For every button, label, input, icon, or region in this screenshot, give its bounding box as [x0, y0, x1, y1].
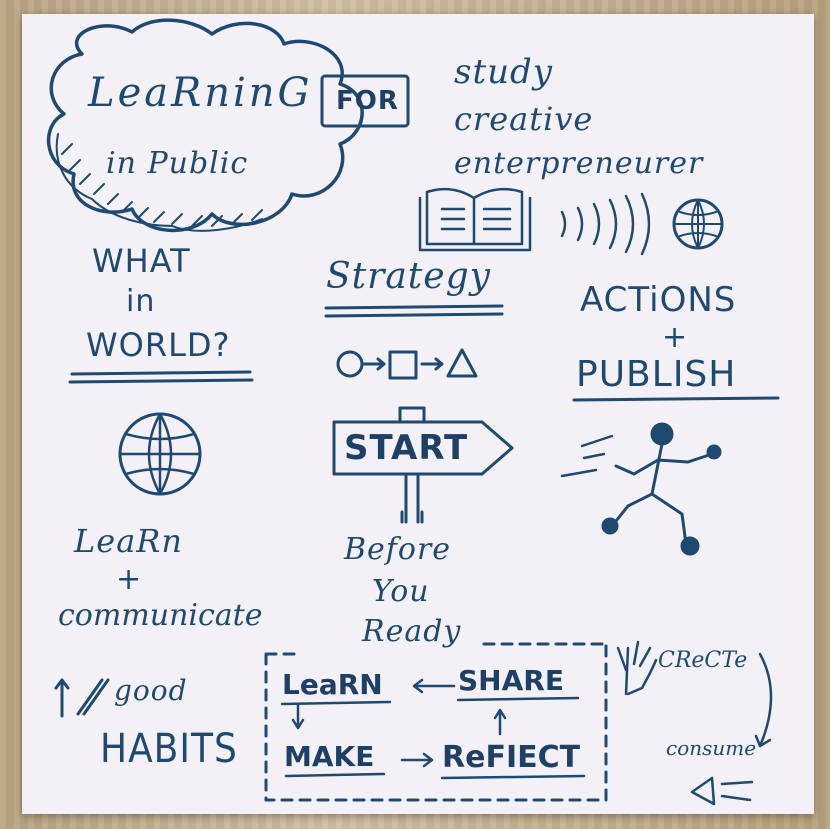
actions-line1: ACTiONS — [580, 280, 737, 320]
actions-plus: + — [662, 320, 689, 355]
habits-good: good — [114, 674, 188, 707]
you-label: You — [372, 574, 430, 609]
start-sign-label: START — [344, 428, 469, 468]
triangle-megaphone — [690, 776, 754, 806]
globe-icon-left — [118, 412, 202, 496]
book-icon — [418, 187, 532, 252]
cloud-shading — [55, 133, 263, 232]
for-label: FOR — [336, 86, 399, 116]
learn-block-line1: LeaRn — [74, 522, 183, 560]
sticky-note: LeaRninG in Public FOR study creative en… — [22, 14, 814, 814]
actions-line3: PUBLISH — [576, 354, 737, 395]
habits-title: HABITS — [100, 726, 238, 772]
what-underline — [68, 370, 254, 384]
what-line1: WHAT — [92, 242, 191, 280]
learn-block-plus: + — [116, 562, 143, 597]
start-sign — [332, 406, 514, 524]
cycle-reflect: ReFIECT — [442, 740, 581, 775]
cloud-shape — [47, 18, 364, 233]
hand-icon — [616, 640, 658, 696]
cycle-make: MAKE — [284, 740, 375, 773]
cycle-share: SHARE — [458, 664, 564, 697]
learn-block-line3: communicate — [58, 598, 263, 633]
what-line2: in — [126, 284, 156, 319]
cloud-subtitle: in Public — [106, 146, 249, 181]
what-line3: WORLD? — [86, 326, 231, 364]
flow-icons — [336, 348, 478, 380]
publish-underline — [572, 396, 780, 402]
create-label: CReCTe — [658, 648, 748, 673]
cycle-frame — [264, 642, 608, 802]
cycle-underlines — [280, 696, 586, 780]
cloud-title: LeaRninG — [88, 70, 313, 116]
cycle-learn: LeaRN — [282, 668, 383, 701]
ready-label: Ready — [362, 614, 462, 649]
globe-icon-top — [672, 198, 724, 250]
up-arrow — [54, 678, 110, 718]
for-box — [320, 74, 410, 128]
audience-study: study — [454, 52, 553, 92]
waves — [560, 192, 651, 256]
audience-creative: creative — [454, 100, 594, 138]
strategy-underline — [324, 304, 504, 318]
cycle-arrows — [291, 678, 507, 768]
audience-enterpreneurer: enterpreneurer — [454, 146, 704, 181]
consume-label: consume — [666, 736, 757, 760]
sketchnote-drawings — [47, 18, 780, 806]
strategy-title: Strategy — [326, 256, 491, 297]
runner-icon — [560, 422, 722, 556]
curved-arrow — [754, 652, 773, 748]
before-label: Before — [344, 532, 452, 567]
